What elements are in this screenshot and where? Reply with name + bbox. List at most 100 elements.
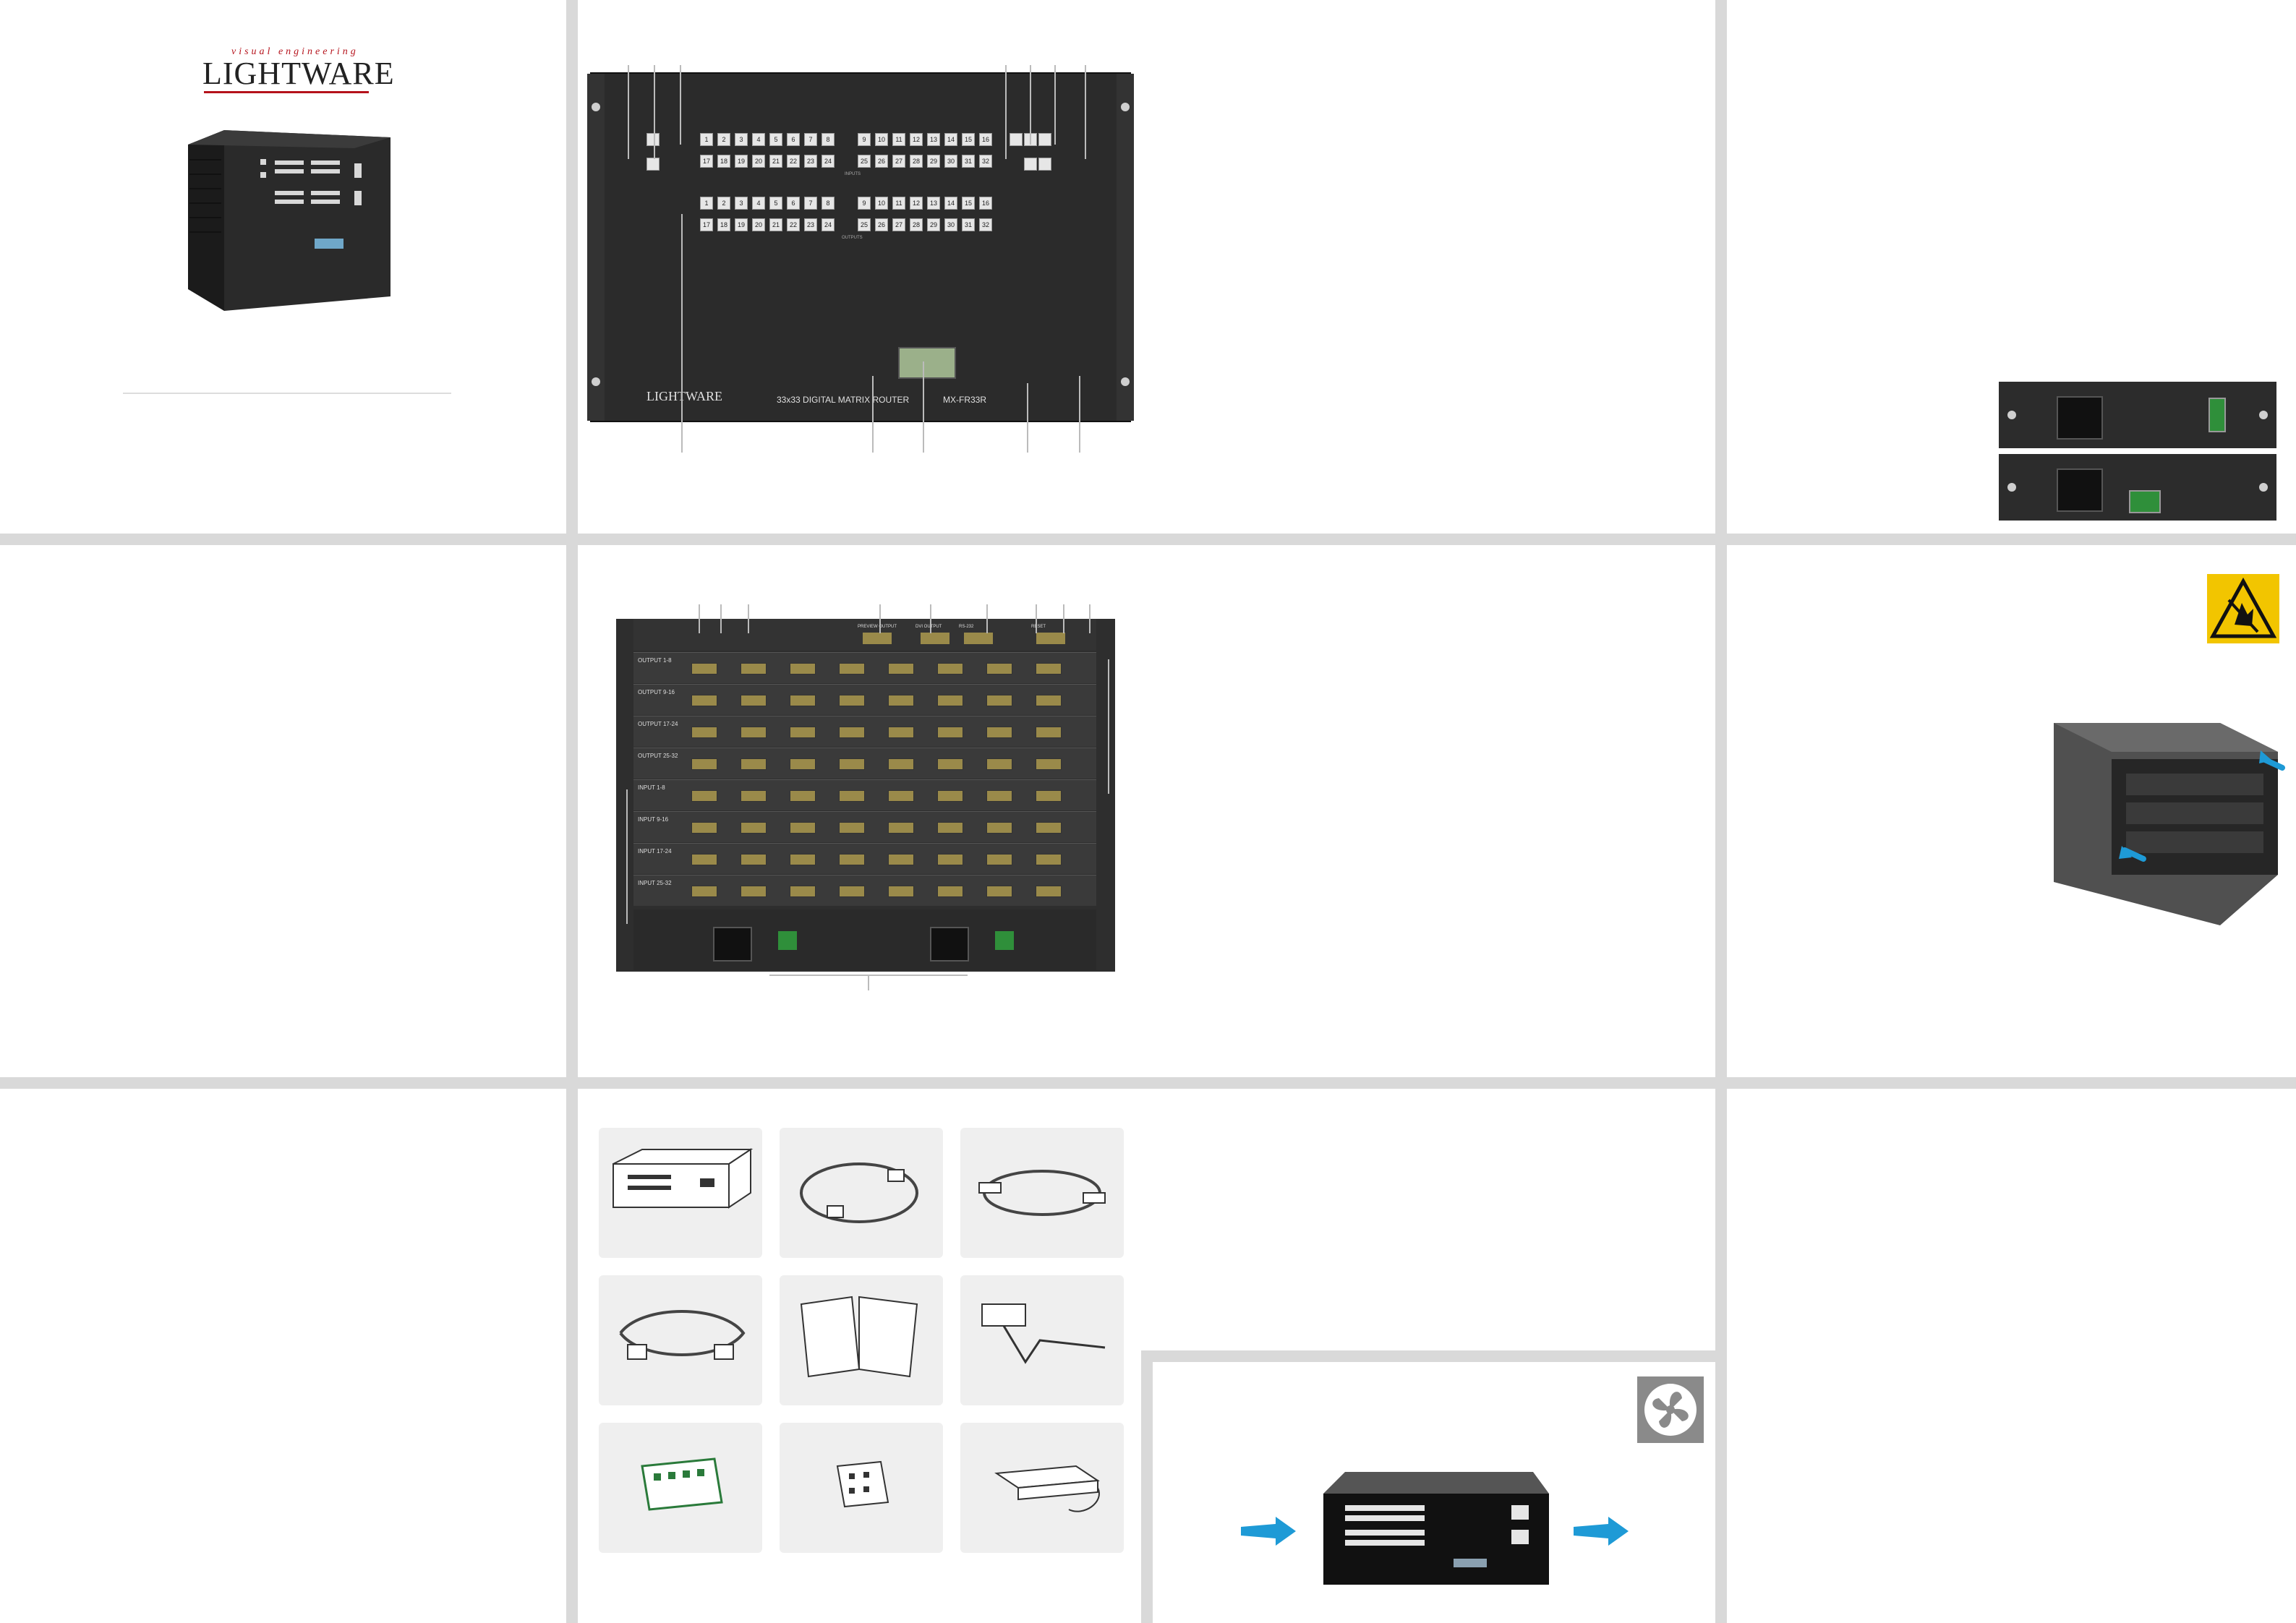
output-button[interactable]: 12 [910, 197, 923, 210]
input-button[interactable]: 32 [979, 155, 992, 168]
input-button[interactable]: 2 [717, 133, 730, 146]
divider-horizontal-1 [0, 534, 2296, 545]
output-button[interactable]: 7 [804, 197, 817, 210]
input-button[interactable]: 24 [821, 155, 835, 168]
output-button[interactable]: 16 [979, 197, 992, 210]
audio-cable-icon [978, 1170, 1106, 1216]
contents-card-power-cable [780, 1128, 943, 1258]
output-button[interactable]: 26 [875, 218, 888, 231]
io-connector [741, 790, 767, 802]
input-button[interactable]: 23 [804, 155, 817, 168]
callout-line [628, 65, 629, 159]
output-button[interactable]: 25 [858, 218, 871, 231]
input-button[interactable]: 17 [700, 155, 713, 168]
io-connector [790, 727, 816, 738]
input-button[interactable]: 5 [769, 133, 782, 146]
output-button[interactable]: 8 [821, 197, 835, 210]
output-button[interactable]: 4 [752, 197, 765, 210]
input-button[interactable]: 15 [962, 133, 975, 146]
airflow-arrow-icon [1241, 1517, 1296, 1546]
output-button[interactable]: 11 [892, 197, 905, 210]
input-button[interactable]: 22 [787, 155, 800, 168]
io-connector [839, 758, 865, 770]
input-button[interactable]: 29 [927, 155, 940, 168]
input-button[interactable]: 21 [769, 155, 782, 168]
contents-card-serial-cable [599, 1275, 762, 1405]
output-button[interactable]: 19 [735, 218, 748, 231]
callout-line [923, 361, 924, 453]
input-button[interactable]: 25 [858, 155, 871, 168]
input-button[interactable]: 8 [821, 133, 835, 146]
control-button[interactable] [646, 158, 660, 171]
input-button[interactable]: 11 [892, 133, 905, 146]
input-button[interactable]: 14 [944, 133, 957, 146]
output-button[interactable]: 20 [752, 218, 765, 231]
control-button[interactable] [1038, 133, 1051, 146]
slot-label: INPUT 1-8 [638, 784, 665, 791]
output-button[interactable]: 2 [717, 197, 730, 210]
panel1-separator [123, 393, 451, 394]
output-button[interactable]: 3 [735, 197, 748, 210]
input-button[interactable]: 3 [735, 133, 748, 146]
callout-line [1079, 376, 1080, 453]
rear-top-port [1036, 632, 1066, 645]
output-button[interactable]: 18 [717, 218, 730, 231]
output-button[interactable]: 1 [700, 197, 713, 210]
output-button[interactable]: 28 [910, 218, 923, 231]
input-button[interactable]: 9 [858, 133, 871, 146]
input-button[interactable]: 12 [910, 133, 923, 146]
output-button[interactable]: 23 [804, 218, 817, 231]
rear-top-label: RESET [1031, 625, 1046, 629]
io-connector [937, 758, 963, 770]
output-button[interactable]: 27 [892, 218, 905, 231]
input-button[interactable]: 16 [979, 133, 992, 146]
nav-keypad[interactable] [997, 327, 1069, 392]
input-button[interactable]: 28 [910, 155, 923, 168]
power-switch[interactable] [2208, 398, 2226, 432]
control-button[interactable] [646, 133, 660, 146]
power-switch[interactable] [2129, 490, 2161, 513]
output-button[interactable]: 32 [979, 218, 992, 231]
output-button[interactable]: 21 [769, 218, 782, 231]
input-button[interactable]: 7 [804, 133, 817, 146]
io-connector [888, 695, 914, 706]
output-button[interactable]: 6 [787, 197, 800, 210]
output-button[interactable]: 22 [787, 218, 800, 231]
control-button[interactable] [1010, 133, 1023, 146]
output-button[interactable]: 13 [927, 197, 940, 210]
input-button[interactable]: 13 [927, 133, 940, 146]
output-button[interactable]: 10 [875, 197, 888, 210]
input-button[interactable]: 30 [944, 155, 957, 168]
control-button[interactable] [1024, 158, 1037, 171]
io-connector [1036, 695, 1062, 706]
input-button[interactable]: 20 [752, 155, 765, 168]
input-button[interactable]: 4 [752, 133, 765, 146]
output-button[interactable]: 30 [944, 218, 957, 231]
input-button[interactable]: 6 [787, 133, 800, 146]
io-connector [986, 663, 1012, 675]
input-button[interactable]: 10 [875, 133, 888, 146]
output-button[interactable]: 15 [962, 197, 975, 210]
input-button[interactable]: 31 [962, 155, 975, 168]
input-button[interactable]: 19 [735, 155, 748, 168]
output-button[interactable]: 9 [858, 197, 871, 210]
psu-switch[interactable] [995, 931, 1014, 950]
output-button[interactable]: 29 [927, 218, 940, 231]
io-connector [1036, 758, 1062, 770]
input-button[interactable]: 18 [717, 155, 730, 168]
output-button[interactable]: 5 [769, 197, 782, 210]
io-connector [839, 695, 865, 706]
input-button[interactable]: 26 [875, 155, 888, 168]
output-button[interactable]: 17 [700, 218, 713, 231]
input-button[interactable]: 27 [892, 155, 905, 168]
control-button[interactable] [1038, 158, 1051, 171]
io-connector [741, 854, 767, 865]
io-connector [839, 854, 865, 865]
input-button[interactable]: 1 [700, 133, 713, 146]
output-button[interactable]: 31 [962, 218, 975, 231]
output-button[interactable]: 24 [821, 218, 835, 231]
output-button[interactable]: 14 [944, 197, 957, 210]
psu-switch[interactable] [778, 931, 797, 950]
device-airflow-image [1323, 1472, 1549, 1585]
io-connector [937, 695, 963, 706]
